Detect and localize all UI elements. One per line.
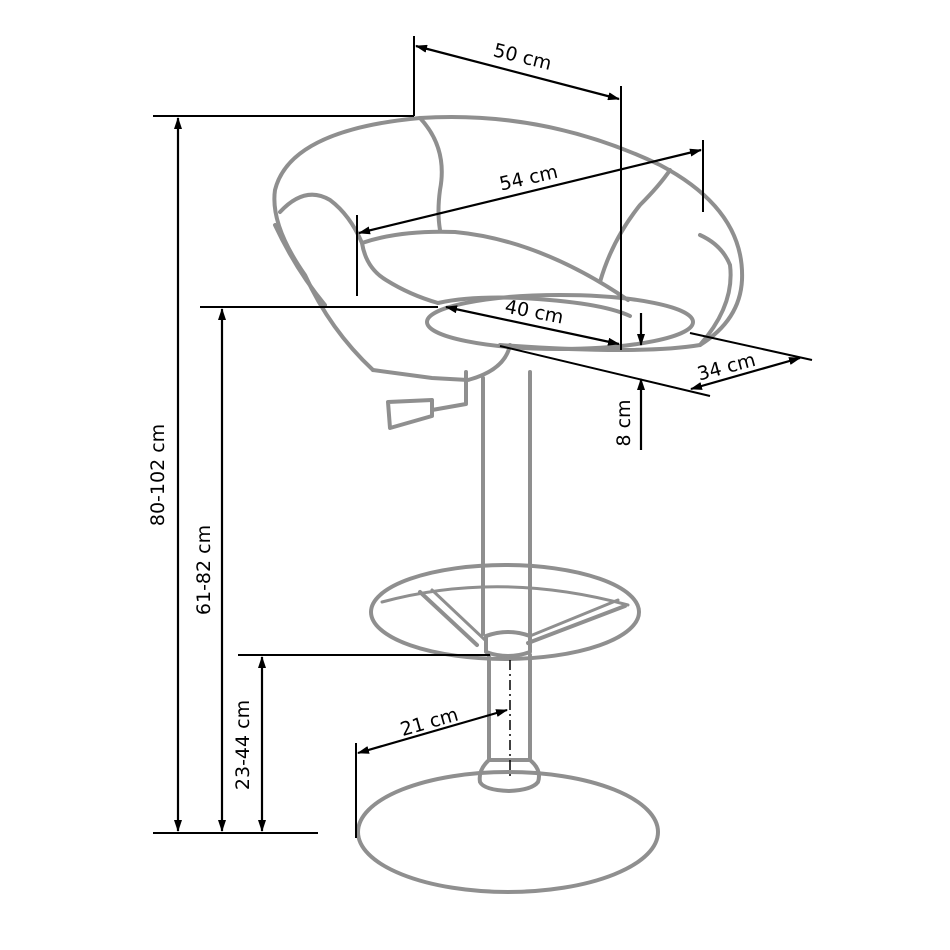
- dimension-labels: 80-102 cm 61-82 cm 23-44 cm 50 cm 54 cm …: [147, 39, 758, 790]
- seat-height-label: 61-82 cm: [193, 525, 215, 615]
- armrest-height-label: 8 cm: [613, 399, 635, 446]
- base-collar: [477, 758, 541, 793]
- width-label: 54 cm: [497, 161, 560, 196]
- base-disc: [356, 770, 660, 894]
- width-arrow: [358, 148, 702, 235]
- footrest-height-label: 23-44 cm: [232, 700, 254, 790]
- seat-depth-arrow: [690, 356, 801, 391]
- seat-shell: [272, 114, 745, 372]
- dimension-lines: [153, 36, 813, 838]
- gas-lift-lever: [386, 370, 468, 430]
- upper-pole: [481, 370, 532, 636]
- depth-arrow: [415, 44, 620, 101]
- shell-base: [371, 343, 512, 382]
- depth-label: 50 cm: [491, 39, 554, 75]
- total-height-label: 80-102 cm: [147, 424, 169, 526]
- footrest-ring: [369, 563, 641, 661]
- stool-drawing: [272, 114, 745, 894]
- base-radius-label: 21 cm: [398, 704, 461, 741]
- seat-width-arrow: [445, 305, 620, 346]
- base-radius-arrow: [357, 708, 508, 755]
